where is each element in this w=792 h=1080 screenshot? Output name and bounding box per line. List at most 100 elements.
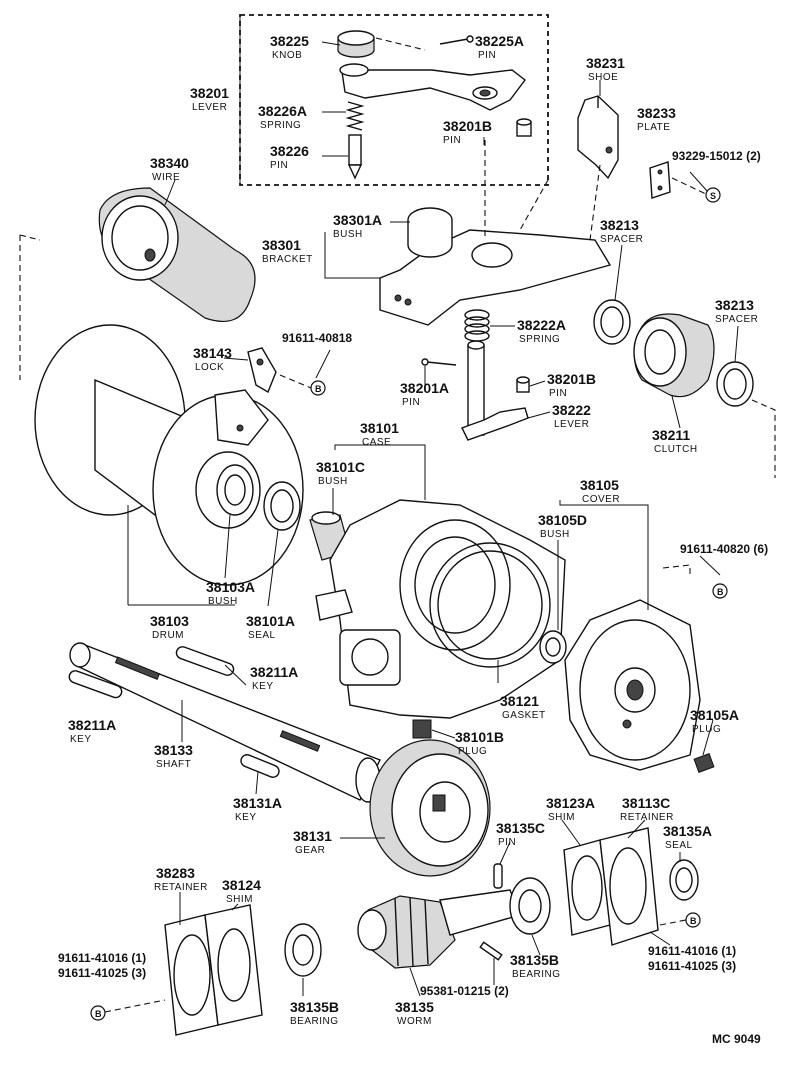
key-38211a-left-drawing (68, 670, 123, 699)
pin-95381-drawing (479, 941, 503, 961)
svg-text:CLUTCH: CLUTCH (654, 444, 698, 455)
svg-text:38201A: 38201A (400, 380, 449, 396)
svg-text:RETAINER: RETAINER (620, 812, 674, 823)
svg-text:SPRING: SPRING (260, 120, 301, 131)
callout-bolt-91611-40820[interactable]: 91611-40820 (6) (680, 542, 768, 556)
fastener-symbol-b-lock[interactable]: B (310, 380, 326, 396)
svg-text:38225A: 38225A (475, 33, 524, 49)
svg-text:38135C: 38135C (496, 820, 545, 836)
svg-text:91611-41025 (3): 91611-41025 (3) (58, 966, 146, 980)
svg-text:38201: 38201 (190, 85, 229, 101)
svg-text:SHOE: SHOE (588, 72, 618, 83)
fastener-symbol-b-cover[interactable]: B (712, 583, 728, 599)
svg-text:KNOB: KNOB (272, 50, 302, 61)
svg-text:SPACER: SPACER (600, 234, 643, 245)
lever-assembly-box (239, 14, 549, 186)
svg-text:38113C: 38113C (622, 795, 670, 811)
spring-38226a-drawing (345, 101, 365, 131)
fastener-symbol-b-right[interactable]: B (685, 912, 701, 928)
callout-bolt-91611-41025-left[interactable]: 91611-41025 (3) (58, 966, 146, 980)
svg-text:38301A: 38301A (333, 212, 382, 228)
callout-bolt-91611-41016-right[interactable]: 91611-41016 (1) (648, 944, 736, 958)
svg-text:PIN: PIN (402, 397, 420, 408)
lever-38201-drawing (339, 63, 526, 111)
callout-bolt-95381[interactable]: 95381-01215 (2) (420, 984, 509, 998)
fastener-symbol-b-left[interactable]: B (90, 1005, 106, 1021)
svg-text:38103: 38103 (150, 613, 189, 629)
lever-38222-drawing (461, 340, 529, 441)
svg-text:38211A: 38211A (250, 664, 298, 680)
svg-text:38131: 38131 (293, 828, 332, 844)
clutch-drawing (633, 313, 715, 398)
bearing-38135b-left-drawing (284, 923, 322, 977)
svg-text:SHIM: SHIM (226, 894, 253, 905)
svg-text:B: B (690, 916, 697, 926)
pin-38225a-drawing (439, 35, 474, 45)
seal-38101a-drawing (263, 481, 301, 531)
svg-text:38213: 38213 (715, 297, 754, 313)
fastener-symbol-s[interactable]: S (705, 187, 721, 203)
callout-bolt-91611-40818[interactable]: 91611-40818 (282, 331, 352, 345)
svg-text:B: B (95, 1009, 102, 1019)
drawing-code: MC 9049 (712, 1032, 761, 1046)
svg-text:SPACER: SPACER (715, 314, 758, 325)
svg-text:BEARING: BEARING (512, 969, 561, 980)
bush-38105d-drawing (539, 630, 567, 664)
svg-text:91611-41016 (1): 91611-41016 (1) (58, 951, 146, 965)
svg-text:38143: 38143 (193, 345, 232, 361)
svg-text:PIN: PIN (443, 135, 461, 146)
svg-text:91611-41025 (3): 91611-41025 (3) (648, 959, 736, 973)
callout-bolt-91611-41025-right[interactable]: 91611-41025 (3) (648, 959, 736, 973)
svg-text:KEY: KEY (252, 681, 274, 692)
callout-bolt-93229[interactable]: 93229-15012 (2) (672, 149, 761, 163)
svg-text:38201B: 38201B (547, 371, 596, 387)
svg-text:93229-15012 (2): 93229-15012 (2) (672, 149, 761, 163)
callout-bolt-91611-41016-left[interactable]: 91611-41016 (1) (58, 951, 146, 965)
svg-text:WIRE: WIRE (152, 172, 180, 183)
